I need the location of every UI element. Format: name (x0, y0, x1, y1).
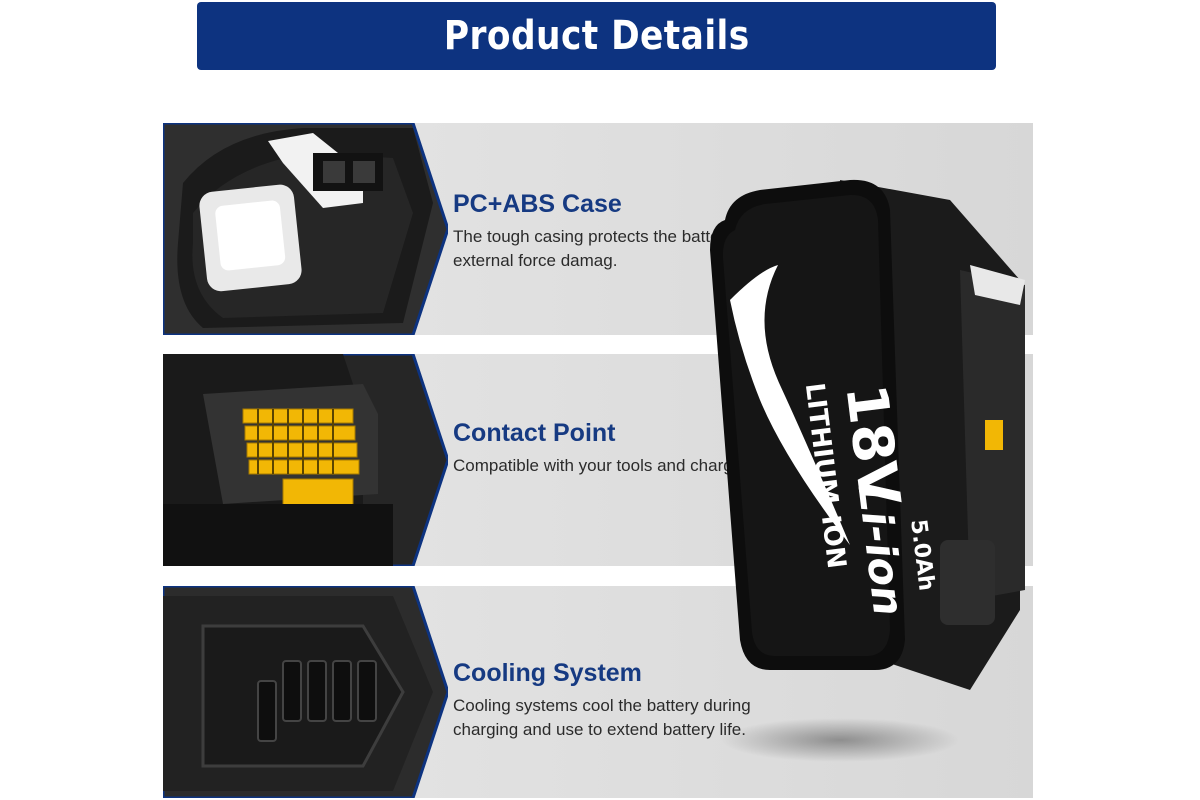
battery-pack-image: 18V Li-ion LITHIUM-ION 5.0Ah (710, 179, 1025, 762)
feature-text-contact: Contact Point Compatible with your tools… (453, 418, 773, 478)
feature-description: Compatible with your tools and chargers. (453, 456, 762, 475)
feature-title: Cooling System (453, 659, 642, 687)
feature-panel-cooling: Cooling System Cooling systems cool the … (163, 586, 1033, 798)
page-title: Product Details (443, 13, 750, 59)
cooling-vents-image (163, 586, 448, 798)
battery-latch-image (163, 123, 448, 335)
feature-title: Contact Point (453, 419, 616, 447)
battery-voltage-label: 18V (832, 381, 911, 510)
feature-description: The tough casing protects the battery fr… (453, 227, 773, 270)
feature-text-case: PC+ABS Case The tough casing protects th… (453, 189, 773, 273)
feature-title: PC+ABS Case (453, 190, 622, 218)
contact-terminals-image (163, 354, 448, 566)
feature-description: Cooling systems cool the battery during … (453, 696, 751, 739)
header-banner: Product Details (197, 2, 996, 70)
feature-text-cooling: Cooling System Cooling systems cool the … (453, 658, 773, 742)
